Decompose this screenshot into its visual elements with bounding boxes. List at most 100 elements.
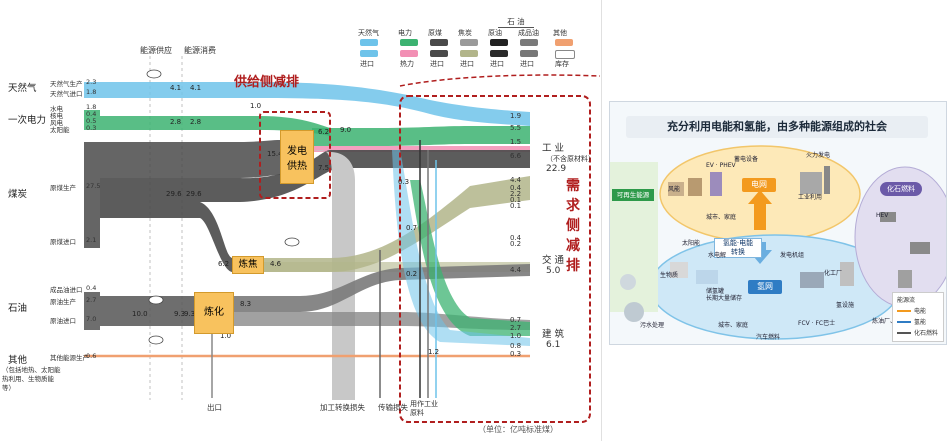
legend-label-row2: 库存 <box>555 60 569 68</box>
node-power-plant: 发电 供热 <box>280 130 314 184</box>
panel-legend-item: 电能 <box>897 306 943 315</box>
panel-legend: 能源流 电能氢能化石燃料 <box>892 292 944 342</box>
sink-building-value: 2.7 <box>510 324 522 332</box>
sink-industry-value: 5.5 <box>510 124 522 132</box>
flow-coal-coke <box>100 202 232 272</box>
flow-value: 7.5 <box>318 164 330 172</box>
flow-conversion-loss <box>312 150 355 400</box>
unit-note: （单位：亿吨标准煤） <box>478 425 558 434</box>
legend-label: 其他 <box>553 29 567 37</box>
annotation-supply-side: 供给侧减排 <box>234 75 300 90</box>
panel-item-label: 城市、家庭 <box>718 322 749 329</box>
flow-value: 15.4 <box>267 150 283 158</box>
panel-item-label: 水电解 <box>708 252 727 259</box>
flow-value: 0.7 <box>406 224 418 232</box>
sink-building-value: 0.8 <box>510 342 522 350</box>
source-item-value: 0.5 <box>86 117 97 125</box>
flow-value: 9.3 <box>174 310 186 318</box>
source-item-label: 成品油进口 <box>50 286 83 294</box>
panel-item-label: 生物质 <box>660 272 679 279</box>
annotation-demand-side: 需求侧减排 <box>566 178 580 274</box>
legend-swatch-row2 <box>555 50 575 59</box>
flow-coal-source <box>84 142 100 248</box>
sink-industry-value: 1.9 <box>510 112 522 120</box>
legend-label-row2: 进口 <box>520 60 534 68</box>
energy-flow-sankey <box>84 56 600 423</box>
source-item-value: 2.7 <box>86 296 97 304</box>
flow-coal-industry <box>100 150 530 202</box>
flow-value: 0.3 <box>398 178 410 186</box>
header-supply: 能源供应 <box>140 46 172 55</box>
legend-label-row2: 热力 <box>400 60 414 68</box>
legend-swatch-row2 <box>460 50 478 57</box>
legend-swatch <box>490 39 508 46</box>
source-item-value: 1.8 <box>86 103 97 111</box>
link-curve <box>399 74 600 87</box>
label-loss: 加工转换损失 <box>320 403 365 412</box>
flow-value: 10.0 <box>132 310 148 318</box>
sink-industry: 工 业 （不含原材料） 22.9 <box>542 143 595 174</box>
source-group-label: 其他 <box>8 355 28 366</box>
sink-building: 建 筑 6.1 <box>542 329 565 350</box>
sink-industry-value: 1.5 <box>510 138 522 146</box>
source-item-value: 2.3 <box>86 78 97 86</box>
legend-label-row2: 进口 <box>360 60 374 68</box>
legend-label: 电力 <box>398 29 412 37</box>
legend-swatch <box>555 39 573 46</box>
flow-value: 6.2 <box>318 128 330 136</box>
legend-arrow-icon <box>897 320 911 323</box>
panel-item-label: 化工厂 <box>824 270 843 277</box>
legend-swatch <box>360 39 378 46</box>
panel-legend-text: 电能 <box>914 308 927 315</box>
panel-item-label: HEV <box>876 212 889 219</box>
legend-arrow-icon <box>897 309 911 312</box>
sink-industry-value: 0.4 <box>510 184 522 192</box>
source-group-label: 天然气 <box>8 83 37 94</box>
hydrogen-society-panel: 充分利用电能和氢能，由多种能源组成的社会 电网 氢网 氢能·电能 转换 可再生能… <box>609 101 947 345</box>
panel-item-label: 城市、家庭 <box>706 214 737 221</box>
source-item-value: 1.8 <box>86 88 97 96</box>
panel-item-label: 污水处理 <box>640 322 665 329</box>
panel-item-label: 蓄电设备 <box>734 156 759 163</box>
panel-item-label: FCV · FC巴士 <box>798 320 836 327</box>
fossil-label: 化石燃料 <box>880 182 922 196</box>
legend-label: 天然气 <box>358 29 379 37</box>
vertical-divider <box>601 0 602 441</box>
legend-arrow-icon <box>897 331 911 334</box>
source-item-value: 27.5 <box>86 182 101 190</box>
supply-side-box <box>259 111 331 199</box>
sink-industry-value: 2.2 <box>510 190 522 198</box>
power-grid-label: 电网 <box>742 178 776 192</box>
legend-swatch <box>460 39 478 46</box>
legend-label: 原煤 <box>428 29 442 37</box>
flow-value: 4.1 <box>170 84 182 92</box>
legend-swatch <box>430 39 448 46</box>
flow-value: 29.6 <box>186 190 202 198</box>
panel-item-label: 火力发电 <box>806 152 831 159</box>
flow-value: 8.3 <box>240 300 252 308</box>
storage-tank-icon <box>148 295 164 305</box>
flow-value: 4.1 <box>190 84 202 92</box>
panel-legend-item: 氢能 <box>897 317 943 326</box>
conversion-label: 氢能·电能 转换 <box>714 238 762 258</box>
flow-power-building <box>410 180 530 336</box>
source-item-value: 7.0 <box>86 315 97 323</box>
flow-value: 1.2 <box>428 348 440 356</box>
flow-power-source <box>84 110 100 130</box>
panel-title: 充分利用电能和氢能，由多种能源组成的社会 <box>626 116 928 138</box>
legend-swatch-row2 <box>430 50 448 57</box>
source-group-label: 一次电力 <box>8 115 47 126</box>
legend-label-row2: 进口 <box>430 60 444 68</box>
legend-group-label: 石 油 <box>498 16 534 28</box>
source-item-label: 天然气生产 <box>50 80 83 88</box>
source-group-sublabel: （包括地热、太阳能热利用、生物质能等） <box>2 366 61 392</box>
flow-coke-industry <box>262 176 530 272</box>
source-item-label: 原油进口 <box>50 317 76 325</box>
panel-legend-text: 化石燃料 <box>914 330 939 337</box>
source-item-label: 原煤进口 <box>50 238 76 246</box>
source-item-value: 0.4 <box>86 284 97 292</box>
legend-swatch-row2 <box>400 50 418 57</box>
panel-item-label: 风能 <box>668 186 681 193</box>
storage-tank-icon <box>284 237 300 247</box>
flow-gas-source <box>84 82 100 98</box>
